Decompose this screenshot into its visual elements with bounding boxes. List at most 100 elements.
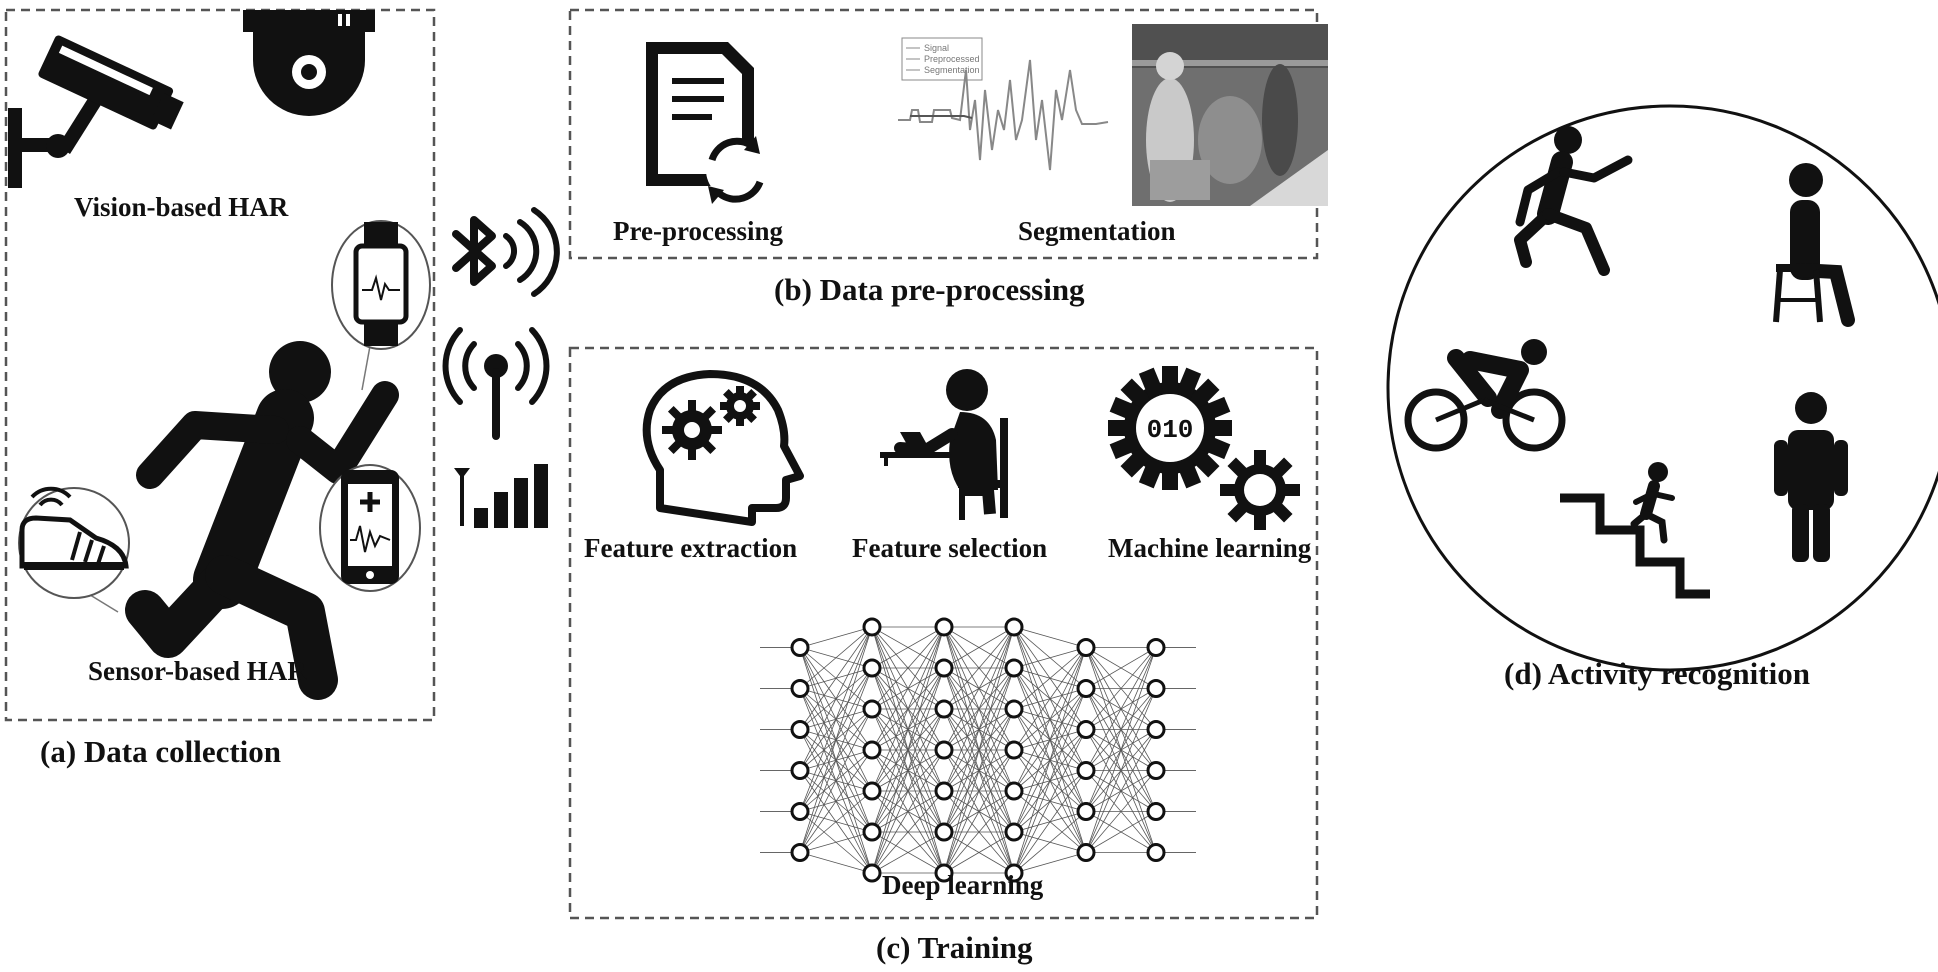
nn-edge <box>1085 647 1157 853</box>
standing-person-icon <box>1774 392 1848 562</box>
nn-edge <box>1085 811 1157 853</box>
nn-edge <box>871 708 945 874</box>
nn-edge <box>799 626 873 648</box>
nn-edge <box>799 626 873 689</box>
nn-edge <box>943 708 1015 874</box>
chart-legend-segmentation: Segmentation <box>924 65 980 75</box>
nn-node <box>1146 638 1166 657</box>
nn-node <box>934 658 954 678</box>
nn-edge <box>1013 647 1087 792</box>
chart-legend-signal: Signal <box>924 43 949 53</box>
nn-edge <box>1085 688 1157 853</box>
feature-selection-label: Feature selection <box>852 533 1048 563</box>
neural-network-icon <box>760 617 1196 883</box>
nn-edge <box>1013 626 1087 648</box>
nn-edge <box>1085 647 1157 771</box>
nn-node <box>934 822 954 842</box>
nn-edge <box>799 667 873 853</box>
nn-edge <box>1013 852 1087 874</box>
nn-node <box>862 863 882 883</box>
sitting-person-icon <box>1773 163 1855 327</box>
nn-edge <box>1013 647 1087 751</box>
nn-edge <box>871 626 945 792</box>
nn-edge <box>943 626 1015 792</box>
nn-node <box>1146 679 1166 698</box>
segmentation-label: Segmentation <box>1018 216 1176 246</box>
nn-edge <box>1013 647 1087 874</box>
nn-edge <box>1013 647 1087 710</box>
nn-edge <box>799 626 873 853</box>
panel-a-frame <box>4 8 436 722</box>
nn-edge <box>943 749 1015 874</box>
nn-node <box>934 617 954 637</box>
nn-node <box>1076 679 1096 698</box>
vision-based-har-label: Vision-based HAR <box>74 192 289 222</box>
nn-edge <box>799 626 873 812</box>
cellular-signal-icon <box>454 464 548 528</box>
dome-camera-icon <box>243 10 375 116</box>
nn-edge <box>1013 688 1087 874</box>
feature-extraction-label: Feature extraction <box>584 533 798 563</box>
nn-node <box>862 699 882 719</box>
nn-node <box>790 802 810 821</box>
radio-antenna-icon <box>442 327 550 440</box>
nn-edge <box>799 852 873 874</box>
nn-edge <box>1013 729 1087 874</box>
nn-node <box>1004 617 1024 637</box>
bluetooth-icon <box>452 207 560 297</box>
nn-node <box>862 740 882 760</box>
nn-edge <box>871 626 945 669</box>
nn-edge <box>943 626 1015 669</box>
nn-node <box>1076 843 1096 862</box>
nn-node <box>1146 720 1166 739</box>
sensor-based-har-label: Sensor-based HAR <box>88 656 307 686</box>
nn-edge <box>1085 647 1157 730</box>
nn-edge <box>1085 729 1157 853</box>
nn-node <box>862 617 882 637</box>
person-at-laptop-icon <box>880 369 1008 520</box>
nn-node <box>1004 658 1024 678</box>
chart-legend-preprocessed: Preprocessed <box>924 54 980 64</box>
smartphone-icon <box>319 464 421 592</box>
panel-d-circle <box>1386 104 1938 672</box>
nn-edge <box>943 626 1015 874</box>
nn-node <box>1076 802 1096 821</box>
nn-node <box>1146 802 1166 821</box>
nn-node <box>790 761 810 780</box>
nn-edge <box>799 708 873 853</box>
deep-learning-label: Deep learning <box>882 870 1044 900</box>
nn-node <box>862 781 882 801</box>
cctv-camera-icon <box>8 35 184 188</box>
nn-node <box>1004 699 1024 719</box>
nn-edge <box>871 790 945 874</box>
nn-node <box>934 740 954 760</box>
stairs-climber-icon <box>1560 462 1710 599</box>
signal-waveform-chart: Signal Preprocessed Segmentation <box>898 37 1109 171</box>
nn-edge <box>799 749 873 853</box>
smartwatch-icon <box>331 220 431 391</box>
nn-node <box>1146 761 1166 780</box>
nn-edge <box>871 749 945 874</box>
gears-binary-icon: 010 <box>1108 366 1300 530</box>
nn-edge <box>871 831 945 874</box>
nn-edge <box>1085 647 1157 689</box>
nn-node <box>934 699 954 719</box>
panel-c-caption: (c) Training <box>876 930 1033 965</box>
nn-node <box>1004 822 1024 842</box>
nn-node <box>1004 781 1024 801</box>
nn-edge <box>943 626 1015 833</box>
nn-edge <box>871 626 945 874</box>
nn-edge <box>1013 647 1087 669</box>
nn-edge <box>943 790 1015 874</box>
brain-gears-icon <box>642 370 804 526</box>
nn-node <box>862 822 882 842</box>
nn-edge <box>943 667 1015 874</box>
nn-edge <box>799 831 873 853</box>
nn-edge <box>943 831 1015 874</box>
cyclist-icon <box>1404 339 1566 452</box>
document-refresh-icon <box>646 42 766 204</box>
nn-node <box>790 638 810 657</box>
nn-node <box>934 781 954 801</box>
runner-icon <box>1514 126 1633 276</box>
